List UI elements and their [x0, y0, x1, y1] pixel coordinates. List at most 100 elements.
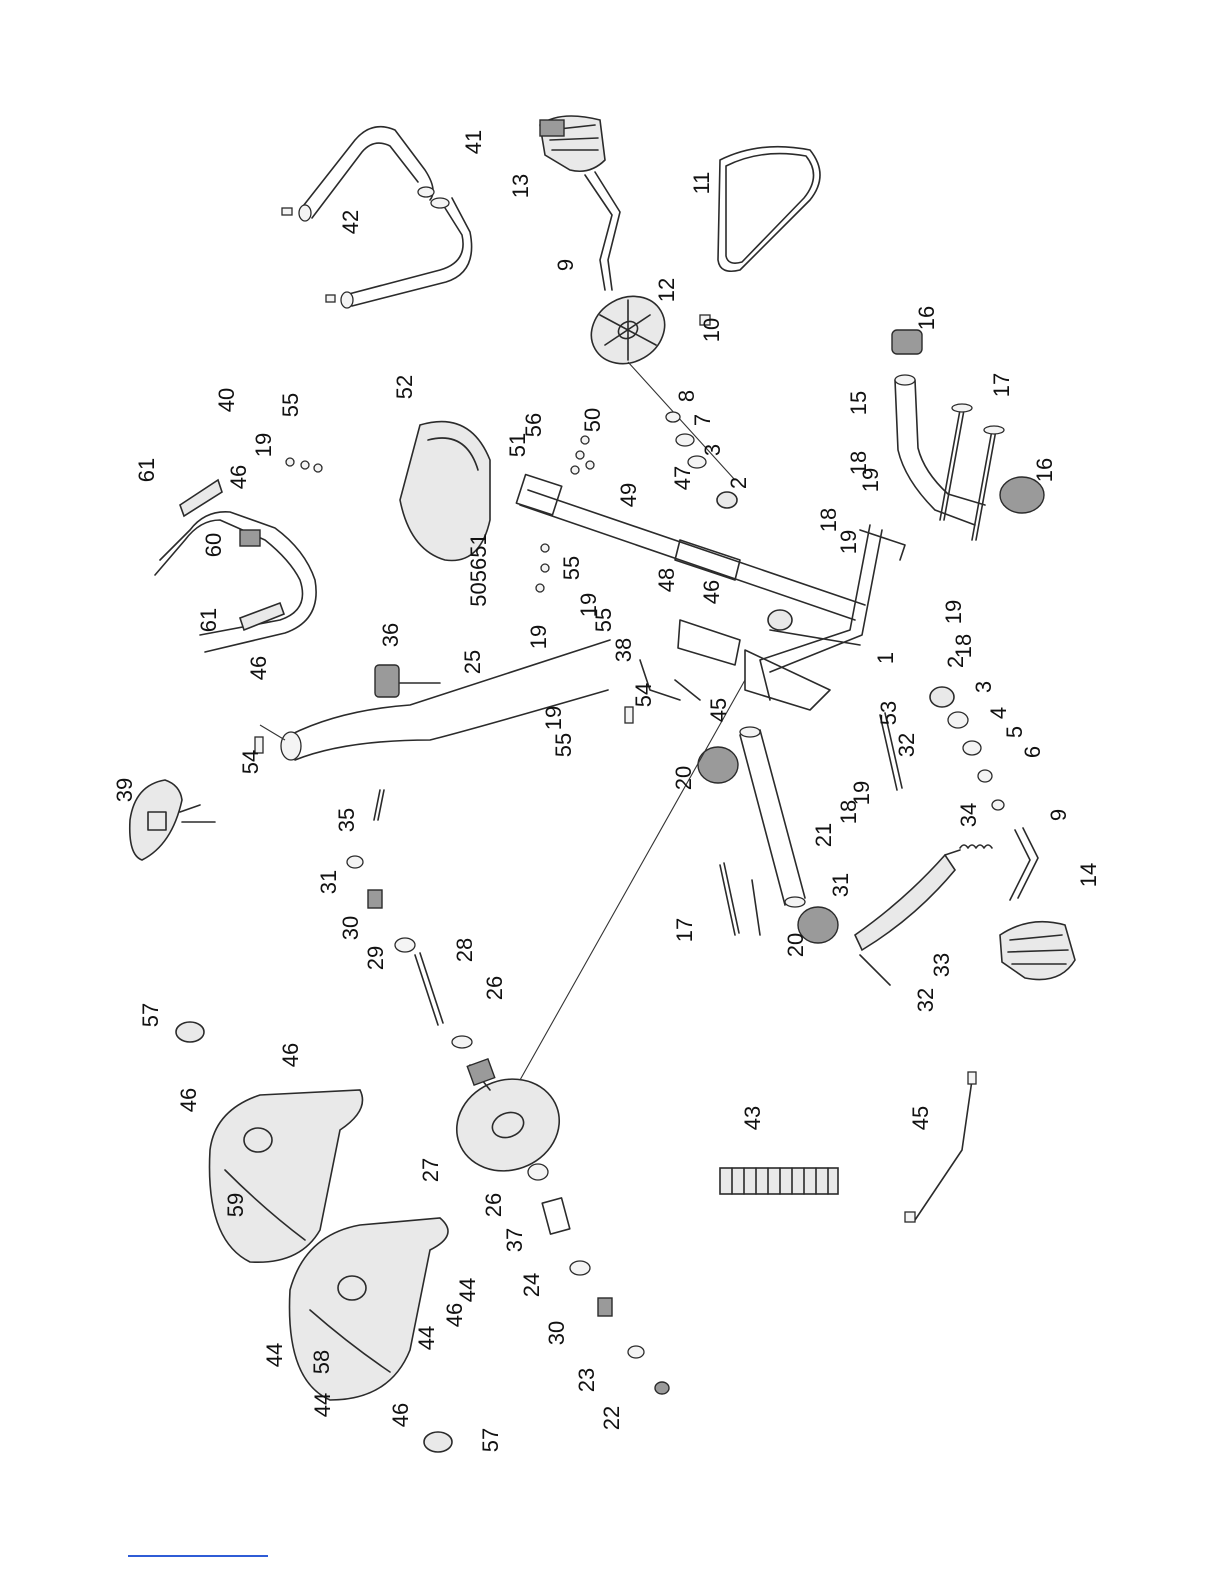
callout-59: 59 — [223, 1193, 248, 1217]
tension-knob-36 — [375, 665, 440, 697]
belt-11 — [718, 147, 820, 272]
callout-33: 33 — [929, 953, 954, 977]
callout-44: 44 — [455, 1278, 480, 1302]
callout-31: 31 — [316, 870, 341, 894]
callout-19: 19 — [858, 468, 883, 492]
callout-25: 25 — [460, 650, 485, 674]
footer-rule — [128, 1555, 268, 1557]
callout-26: 26 — [481, 1193, 506, 1217]
wire-54 — [255, 707, 633, 753]
front-stabilizer-15 — [895, 375, 985, 525]
callout-13: 13 — [508, 174, 533, 198]
axle-stack-lower — [528, 1164, 669, 1394]
callout-22: 22 — [599, 1406, 624, 1430]
pedal-13 — [540, 116, 605, 171]
rear-stabilizer-21 — [740, 727, 805, 907]
callout-19: 19 — [251, 433, 276, 457]
seat-post-49 — [516, 475, 865, 620]
callout-32: 32 — [894, 733, 919, 757]
callout-34: 34 — [956, 803, 981, 827]
callout-57: 57 — [478, 1428, 503, 1452]
callout-11: 11 — [689, 172, 714, 195]
callout-36: 36 — [378, 623, 403, 647]
callout-10: 10 — [699, 318, 724, 342]
pedal-14 — [1000, 922, 1075, 980]
callout-1: 1 — [873, 652, 898, 664]
callout-30: 30 — [338, 916, 363, 940]
end-cap-42 — [282, 208, 335, 302]
callout-55: 55 — [591, 608, 616, 632]
callout-47: 47 — [670, 466, 695, 490]
brake-strap-33 — [855, 850, 960, 950]
callout-57: 57 — [138, 1003, 163, 1027]
callout-18: 18 — [836, 800, 861, 824]
callout-44: 44 — [414, 1326, 439, 1350]
callout-35: 35 — [334, 808, 359, 832]
callout-51: 51 — [505, 433, 530, 457]
callout-2: 2 — [943, 656, 968, 668]
callout-14: 14 — [1076, 863, 1101, 887]
callout-61: 61 — [196, 608, 221, 632]
callout-46: 46 — [226, 465, 251, 489]
callout-17: 17 — [672, 918, 697, 942]
foam-grip-43 — [720, 1168, 838, 1194]
callout-48: 48 — [654, 568, 679, 592]
callout-20: 20 — [783, 933, 808, 957]
callout-20: 20 — [671, 766, 696, 790]
grip-61 — [180, 480, 284, 630]
callout-40: 40 — [214, 388, 239, 412]
handlebar-41 — [299, 127, 472, 308]
callout-49: 49 — [616, 483, 641, 507]
callout-28: 28 — [452, 938, 477, 962]
callout-55: 55 — [278, 393, 303, 417]
callout-46: 46 — [388, 1403, 413, 1427]
callout-4: 4 — [986, 707, 1011, 719]
carriage-bolt-17 — [940, 404, 1004, 540]
callout-46: 46 — [699, 580, 724, 604]
callout-45: 45 — [908, 1106, 933, 1130]
callout-16: 16 — [914, 306, 939, 330]
callout-16: 16 — [1032, 458, 1057, 482]
callout-60: 60 — [201, 533, 226, 557]
callout-12: 12 — [654, 278, 679, 302]
callout-7: 7 — [690, 414, 715, 426]
callout-46: 46 — [176, 1088, 201, 1112]
callout-54: 54 — [238, 750, 263, 774]
callout-23: 23 — [574, 1368, 599, 1392]
callout-55: 55 — [551, 733, 576, 757]
carriage-bolt-17-rear — [720, 863, 760, 935]
console-39 — [130, 780, 215, 860]
callout-19: 19 — [541, 706, 566, 730]
callout-32: 32 — [913, 988, 938, 1012]
callout-19: 19 — [941, 600, 966, 624]
callout-8: 8 — [674, 390, 699, 402]
callout-27: 27 — [418, 1158, 443, 1182]
callout-505651: 505651 — [466, 533, 491, 606]
callout-30: 30 — [544, 1321, 569, 1345]
callout-46: 46 — [442, 1303, 467, 1327]
callout-46: 46 — [278, 1043, 303, 1067]
sensor-wire-45 — [905, 1072, 976, 1222]
callout-46: 46 — [246, 656, 271, 680]
callout-53: 53 — [876, 701, 901, 725]
callout-31: 31 — [828, 873, 853, 897]
callout-55: 55 — [559, 556, 584, 580]
callout-3: 3 — [700, 444, 725, 456]
bolt-35 — [374, 790, 384, 820]
callout-24: 24 — [519, 1273, 544, 1297]
callout-9: 9 — [553, 259, 578, 271]
callout-15: 15 — [846, 391, 871, 415]
crank-arm-9 — [585, 172, 620, 290]
callout-17: 17 — [989, 373, 1014, 397]
callout-45: 45 — [706, 698, 731, 722]
callout-54: 54 — [631, 683, 656, 707]
callout-42: 42 — [338, 210, 363, 234]
callout-37: 37 — [502, 1228, 527, 1252]
callout-2: 2 — [726, 477, 751, 489]
flywheel-27 — [444, 680, 745, 1185]
callout-5: 5 — [1002, 726, 1027, 738]
spring-34 — [960, 845, 992, 848]
callout-61: 61 — [134, 458, 159, 482]
callout-21: 21 — [811, 823, 836, 847]
callout-18: 18 — [951, 634, 976, 658]
